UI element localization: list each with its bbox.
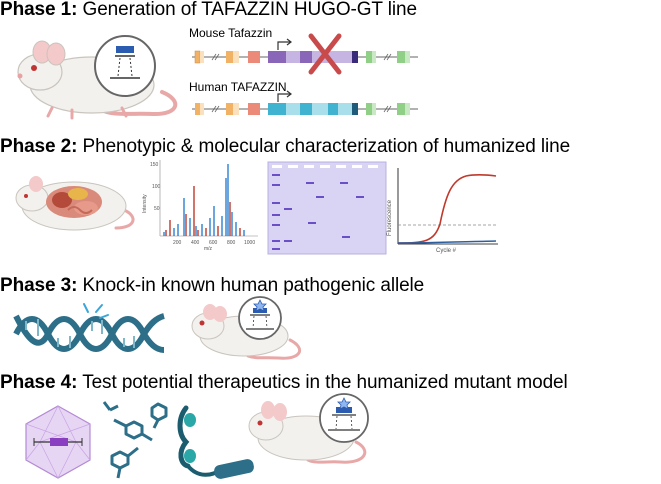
phase-4-title: Phase 4: Test potential therapeutics in … — [0, 372, 568, 394]
treated-mutant-mouse-icon — [248, 393, 369, 464]
nanoparticle-icon — [25, 405, 91, 479]
ms-xtick: 800 — [227, 240, 236, 246]
qpcr-xlabel: Cycle # — [436, 248, 457, 254]
mouse-gene-diagram — [192, 33, 418, 75]
human-tafazzin-label: Human TAFAZZIN — [189, 80, 287, 94]
mass-spec-chart: 150 100 50 Intensity 200 400 600 800 100… — [142, 160, 258, 252]
ms-xtick: 200 — [173, 240, 182, 246]
phase-2-label: Phase 2: — [0, 136, 78, 157]
antibody-icon — [177, 405, 254, 479]
mouse-tafazzin-label: Mouse Tafazzin — [189, 26, 273, 40]
phase-1-label: Phase 1: — [0, 0, 78, 20]
small-molecules-icon — [102, 401, 168, 479]
phase-1-text: Generation of TAFAZZIN HUGO-GT line — [77, 0, 417, 20]
phase-4-text: Test potential therapeutics in the human… — [77, 372, 568, 393]
phase-4-label: Phase 4: — [0, 372, 78, 393]
mutant-mouse-icon — [191, 296, 302, 360]
ms-xtick: 600 — [209, 240, 218, 246]
phase-2-title: Phase 2: Phenotypic & molecular characte… — [0, 136, 570, 158]
dna-helix-icon — [13, 303, 165, 353]
ms-ytick: 100 — [152, 184, 161, 190]
phase-2-text: Phenotypic & molecular characterization … — [77, 136, 571, 157]
phase-3-label: Phase 3: — [0, 275, 78, 296]
phase-3-text: Knock-in known human pathogenic allele — [77, 275, 425, 296]
dissected-mouse-icon — [15, 176, 135, 231]
ms-ytick: 150 — [150, 162, 159, 168]
ms-ytick: 50 — [154, 206, 160, 212]
human-gene-diagram — [192, 90, 418, 115]
ms-xtick: 400 — [191, 240, 200, 246]
qpcr-chart: Fluorescence Cycle # — [387, 168, 498, 254]
qpcr-ylabel: Fluorescence — [387, 199, 393, 236]
ms-ylabel: Intensity — [142, 194, 148, 213]
ms-xtick: 1000 — [244, 240, 255, 246]
phase-1-title: Phase 1: Generation of TAFAZZIN HUGO-GT … — [0, 0, 417, 21]
gel-image — [267, 161, 387, 255]
ms-xlabel: m/z — [204, 246, 213, 252]
phase-3-title: Phase 3: Knock-in known human pathogenic… — [0, 275, 424, 297]
mouse-with-allele-icon — [17, 35, 178, 120]
